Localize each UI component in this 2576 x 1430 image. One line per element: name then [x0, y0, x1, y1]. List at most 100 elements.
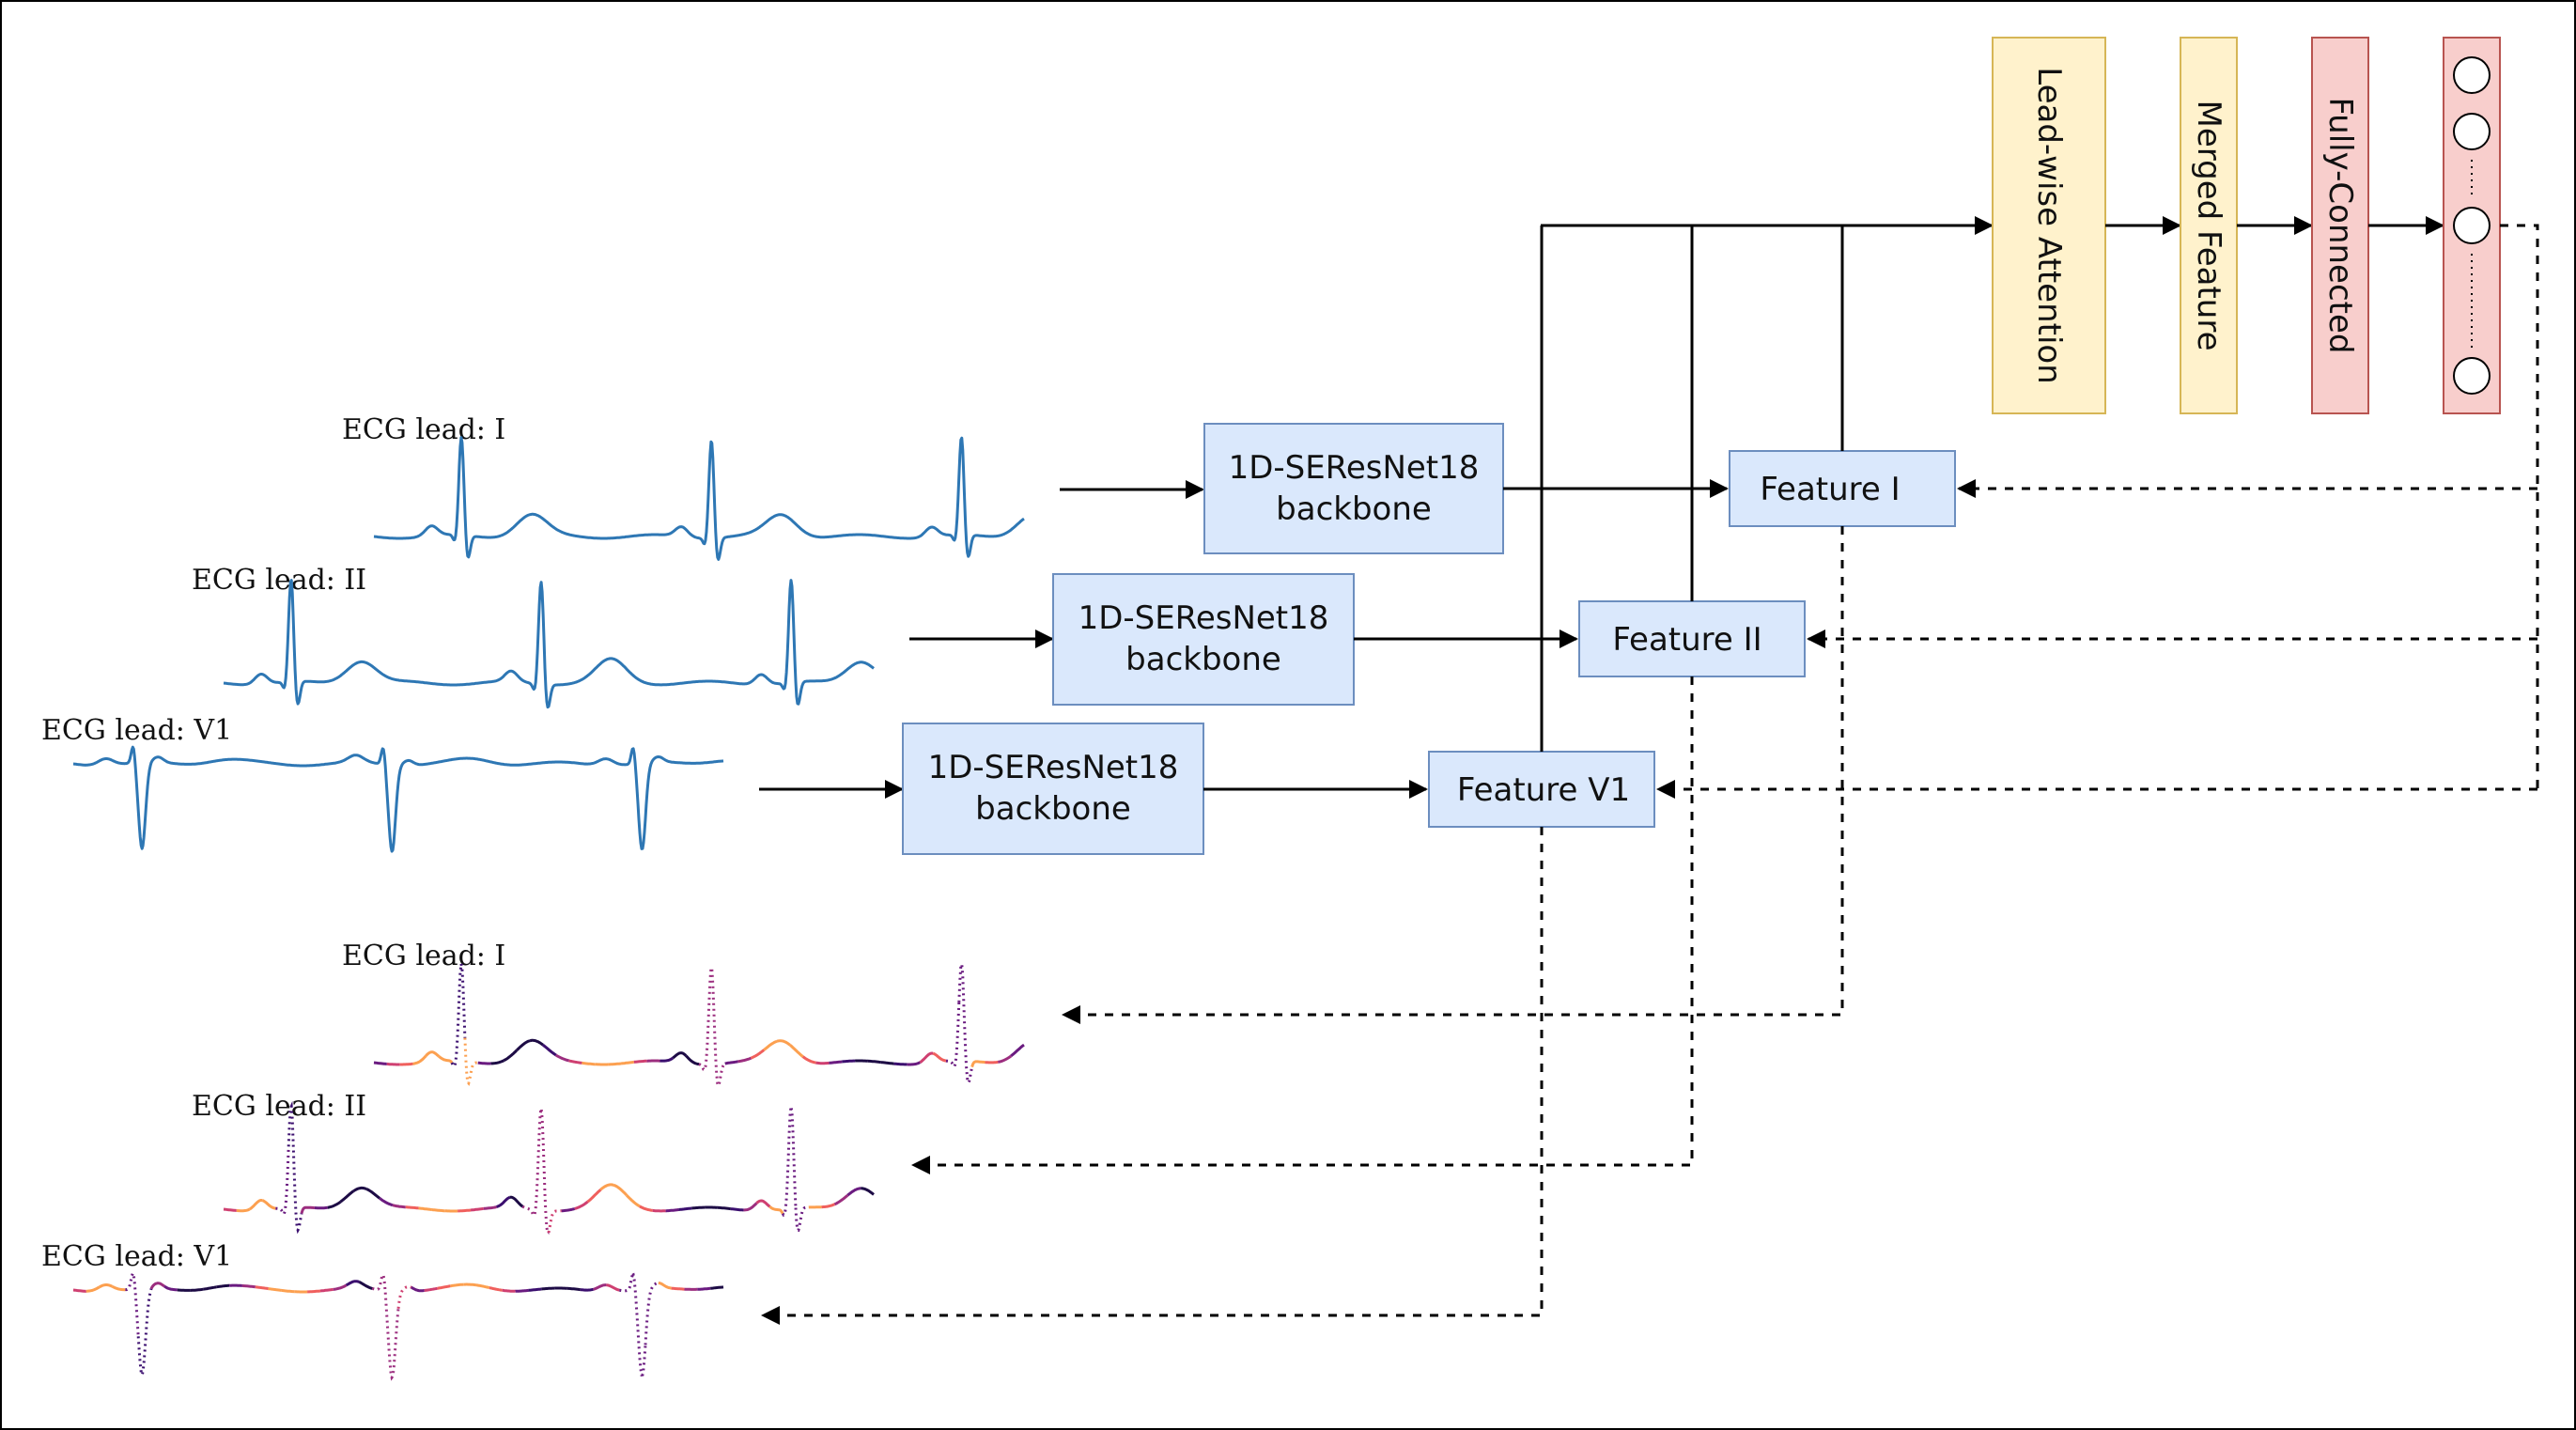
attention-segment [821, 1203, 836, 1209]
attention-segment [672, 1051, 688, 1060]
ecg-attention-bottom-ii [223, 1100, 875, 1236]
attention-segment [372, 1272, 387, 1293]
attention-segment [438, 1055, 454, 1064]
attention-segment [411, 1285, 425, 1293]
attention-segment [919, 1051, 934, 1064]
attention-segment [450, 963, 467, 1068]
output-neuron-2 [2453, 113, 2491, 150]
ecg-attention-bottom-v1 [72, 1269, 724, 1381]
attention-segment [620, 1060, 634, 1065]
attention-segment [829, 1060, 843, 1065]
attention-segment [412, 1054, 427, 1065]
attention-segment [606, 1283, 620, 1292]
attention-segment [985, 1060, 999, 1065]
ecg-attention-bottom-i [373, 958, 1025, 1090]
attention-segment [424, 1286, 438, 1292]
attention-segment [945, 1002, 961, 1069]
attention-segment [541, 1286, 555, 1291]
attention-segment [631, 1272, 647, 1377]
lead-label-bottom-i: ECG lead: I [342, 940, 505, 972]
feature-v1-label: Feature V1 [1457, 771, 1630, 809]
attention-segment [177, 1288, 191, 1292]
attention-segment [730, 1207, 744, 1212]
attention-label: Lead-wise Attention [2030, 67, 2068, 384]
attention-segment [737, 1056, 752, 1064]
attention-segment [521, 1205, 537, 1219]
attention-segment [932, 1051, 947, 1063]
attention-segment [190, 1287, 204, 1292]
attention-segment [236, 1207, 251, 1213]
output-neuron-4 [2453, 357, 2491, 395]
attention-segment [970, 1060, 985, 1068]
attention-segment [710, 969, 726, 1090]
attention-segment [111, 1284, 126, 1292]
attention-segment [503, 1049, 519, 1062]
attention-segment [477, 1061, 491, 1065]
attention-segment [574, 1200, 589, 1210]
attention-segment [496, 1196, 511, 1208]
backbone-i-line2: backbone [1276, 490, 1432, 528]
dashed-output-to-right-bus [2500, 224, 2539, 789]
attention-segment [893, 1062, 908, 1066]
backbone-i-line1: 1D-SEResNet18 [1229, 449, 1480, 487]
attention-segment [136, 1288, 153, 1380]
backbone-v1-line2: backbone [975, 790, 1131, 828]
attention-segment [561, 1207, 576, 1213]
attention-segment [619, 1274, 634, 1293]
feature-box-v1: Feature V1 [1428, 751, 1655, 828]
attention-segment [776, 1039, 791, 1047]
attention-segment [529, 1038, 544, 1047]
attention-segment [697, 1286, 711, 1291]
backbone-v1-line1: 1D-SEResNet18 [928, 749, 1179, 786]
attention-segment [781, 1106, 798, 1218]
attention-segment [509, 1195, 524, 1208]
attention-segment [358, 1281, 373, 1290]
attention-segment [319, 1287, 334, 1293]
attention-segment [867, 1059, 881, 1065]
backbone-ii-line2: backbone [1125, 641, 1281, 678]
attention-segment [639, 1205, 653, 1212]
attention-segment [502, 1288, 516, 1293]
attention-segment [880, 1061, 894, 1065]
attention-segment [437, 1284, 451, 1290]
attention-segment [216, 1283, 230, 1289]
attention-segment [788, 1044, 804, 1058]
lead-label-top-ii: ECG lead: II [192, 564, 366, 597]
attention-segment [724, 1060, 738, 1065]
attention-segment [658, 1282, 672, 1290]
attention-segment [345, 1280, 361, 1287]
attention-segment [99, 1283, 114, 1289]
attention-segment [405, 1205, 419, 1210]
ecg-signal-top-v1 [72, 745, 724, 853]
attention-segment [418, 1206, 432, 1211]
attention-segment [833, 1193, 849, 1206]
attention-segment [566, 1286, 581, 1292]
attention-segment [691, 1205, 706, 1210]
feature-box-i: Feature I [1729, 450, 1956, 527]
attention-segment [794, 1205, 809, 1233]
attention-segment [396, 1284, 412, 1309]
attention-segment [671, 1286, 685, 1291]
feature-i-label: Feature I [1760, 471, 1900, 508]
attention-segment [846, 1187, 861, 1197]
lead-label-bottom-ii: ECG lead: II [192, 1090, 366, 1123]
feature-ii-label: Feature II [1612, 621, 1761, 659]
attention-segment [399, 1062, 413, 1066]
attention-segment [203, 1285, 217, 1291]
dashed-feedback-lines [761, 224, 2539, 1325]
feature-box-ii: Feature II [1578, 600, 1806, 677]
attention-segment [163, 1284, 178, 1292]
attention-segment [534, 1108, 550, 1236]
lead-label-top-v1: ECG lead: V1 [41, 714, 232, 747]
attention-segment [392, 1204, 406, 1209]
ecg-signal-top-i [373, 436, 1025, 561]
attention-segment [483, 1205, 498, 1210]
attention-segment [149, 1282, 165, 1290]
merged-feature-box: Merged Feature [2180, 37, 2238, 414]
attention-segment [85, 1285, 101, 1293]
attention-segment [307, 1289, 321, 1294]
attention-segment [339, 1189, 355, 1204]
attention-segment [268, 1287, 282, 1292]
